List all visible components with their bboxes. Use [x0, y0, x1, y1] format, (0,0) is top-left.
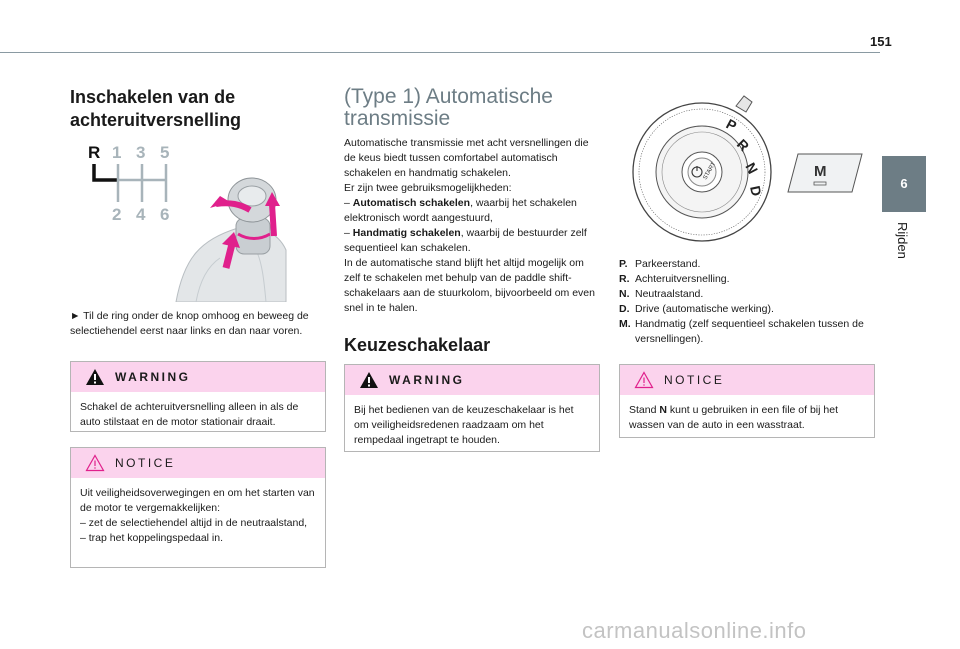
gear-pattern-diagram: R 1 3 5 2 4 6 — [88, 143, 169, 224]
list-key: N. — [619, 288, 630, 300]
list-key: R. — [619, 273, 630, 285]
modes-intro: Er zijn twee gebruiksmogelijkheden: — [344, 182, 512, 194]
chapter-tab[interactable]: 6 — [882, 156, 926, 212]
warning-label: WARNING — [115, 370, 191, 384]
notice-text: Uit veiligheidsoverwegingen en om het st… — [71, 478, 325, 555]
header-rule — [0, 52, 880, 53]
gear-label-1: 1 — [112, 143, 121, 162]
gear-label-3: 3 — [136, 143, 145, 162]
selector-positions-list: P.Parkeerstand. R.Achteruitversnelling. … — [619, 257, 875, 347]
gear-label-5: 5 — [160, 143, 169, 162]
gear-label-6: 6 — [160, 205, 169, 224]
manual-mode-label: M — [814, 163, 827, 180]
arrow-icon — [210, 192, 280, 269]
notice-text-pre: Stand — [629, 404, 660, 416]
warning-text: Bij het bedienen van de keuzeschakelaar … — [354, 404, 574, 446]
reverse-gear-instruction: ► Til de ring onder de knop omhoog en be… — [70, 310, 309, 337]
watermark: carmanualsonline.info — [582, 618, 807, 643]
transmission-intro: Automatische transmissie met acht versne… — [344, 137, 589, 179]
gear-knob-drawing — [175, 177, 287, 302]
notice-text-bold: N — [659, 404, 667, 416]
notice-line: – trap het koppelingspedaal in. — [80, 532, 224, 544]
list-item: M. Handmatig (zelf sequentieel schakelen … — [619, 317, 875, 347]
warning-icon — [86, 369, 104, 385]
list-key: D. — [619, 303, 630, 315]
manual-mode-button: M — [787, 153, 863, 193]
warning-header: WARNING — [345, 365, 599, 395]
notice-label: NOTICE — [115, 456, 176, 470]
notice-box-reverse: NOTICE Uit veiligheidsoverwegingen en om… — [70, 447, 326, 568]
transmission-description: Automatische transmissie met acht versne… — [344, 136, 602, 316]
gear-selector-illustration: P R N D START M — [632, 95, 863, 242]
notice-line: – zet de selectiehendel altijd in de neu… — [80, 517, 308, 529]
notice-text-post: kunt u gebruiken in een file of bij het … — [629, 404, 838, 431]
warning-icon — [360, 372, 378, 388]
notice-box-neutral: NOTICE Stand N kunt u gebruiken in een f… — [619, 364, 875, 438]
list-item: N. Neutraalstand. — [619, 287, 875, 302]
notice-header: NOTICE — [620, 365, 874, 395]
list-key: M. — [619, 318, 631, 330]
position-d: D — [747, 184, 765, 197]
gear-label-2: 2 — [112, 205, 121, 224]
reverse-gear-heading: Inschakelen van de achteruitversnelling — [70, 87, 242, 130]
warning-box-selector: WARNING Bij het bedienen van de keuzesch… — [344, 364, 600, 452]
gear-shift-illustration: R 1 3 5 2 4 6 — [88, 143, 287, 302]
mode-manual-text: , waarbij de bestuurder zelf sequentieel… — [344, 227, 587, 254]
chapter-label: Rijden — [895, 222, 910, 259]
list-text: Achteruitversnelling. — [635, 273, 730, 285]
mode-automatic: – Automatisch schakelen, waarbij het sch… — [344, 197, 577, 224]
list-item: D. Drive (automatische werking). — [619, 302, 875, 317]
list-key: P. — [619, 258, 628, 270]
list-item: P. Parkeerstand. — [619, 257, 875, 272]
mode-manual-title: Handmatig schakelen — [352, 227, 461, 239]
list-text: Handmatig (zelf sequentieel schakelen tu… — [635, 318, 864, 345]
list-text: Parkeerstand. — [635, 258, 701, 270]
start-button: START — [681, 151, 723, 193]
warning-text: Schakel de achteruitversnelling alleen i… — [80, 401, 299, 428]
notice-header: NOTICE — [71, 448, 325, 478]
gear-label-4: 4 — [136, 205, 146, 224]
list-text: Drive (automatische werking). — [635, 303, 774, 315]
notice-line: Uit veiligheidsoverwegingen en om het st… — [80, 487, 315, 514]
mode-manual: – Handmatig schakelen, waarbij de bestuu… — [344, 227, 587, 254]
notice-label: NOTICE — [664, 373, 725, 387]
paddle-shift-note: In de automatische stand blijft het alti… — [344, 257, 595, 314]
warning-header: WARNING — [71, 362, 325, 392]
selector-heading: Keuzeschakelaar — [344, 335, 491, 355]
notice-icon — [85, 454, 105, 472]
warning-box-reverse: WARNING Schakel de achteruitversnelling … — [70, 361, 326, 432]
warning-label: WARNING — [389, 373, 465, 387]
gear-label-r: R — [88, 143, 100, 162]
page-number: 151 — [870, 34, 892, 49]
list-text: Neutraalstand. — [635, 288, 704, 300]
list-item: R. Achteruitversnelling. — [619, 272, 875, 287]
notice-icon — [634, 371, 654, 389]
automatic-transmission-heading: (Type 1) Automatische transmissie — [344, 85, 553, 130]
mode-automatic-title: Automatisch schakelen — [352, 197, 471, 209]
notice-text: Stand N kunt u gebruiken in een file of … — [620, 395, 874, 442]
mode-automatic-text: , waarbij het schakelen elektronisch wor… — [344, 197, 577, 224]
